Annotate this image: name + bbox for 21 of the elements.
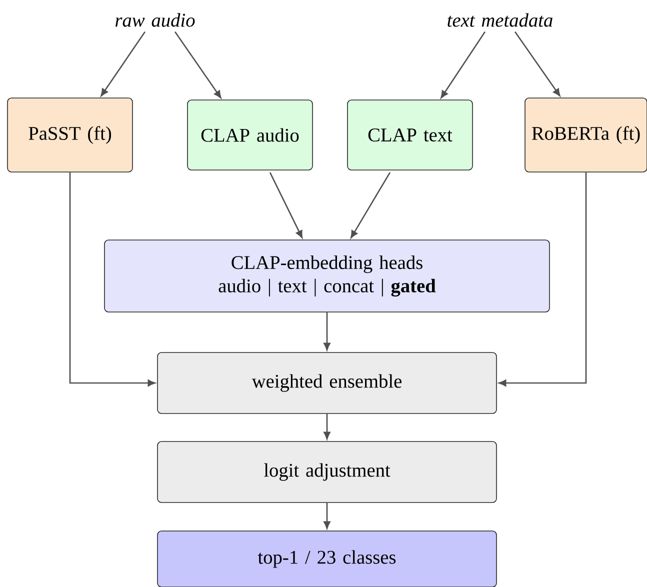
process-box: logit adjustment <box>157 441 497 503</box>
arrow <box>174 31 222 98</box>
arrow <box>440 31 486 98</box>
arrow <box>498 172 587 386</box>
arrow <box>269 172 303 238</box>
model-box: CLAP text <box>347 100 473 170</box>
model-box: PaSST (ft) <box>7 98 133 172</box>
process-box: CLAP-embedding heads audio | text | concat | gated <box>104 240 550 312</box>
arrow <box>350 172 391 238</box>
input-label: raw audio <box>116 13 195 27</box>
arrow <box>514 31 560 96</box>
model-box: CLAP audio <box>187 100 313 170</box>
arrow <box>324 502 330 529</box>
arrow <box>69 172 156 386</box>
arrow <box>324 312 330 350</box>
input-label: text metadata <box>448 13 552 27</box>
arrow <box>324 414 330 440</box>
arrow <box>100 31 146 96</box>
process-box: weighted ensemble <box>157 352 497 414</box>
output-box: top-1 / 23 classes <box>157 530 497 587</box>
model-box: RoBERTa (ft) <box>524 98 647 172</box>
